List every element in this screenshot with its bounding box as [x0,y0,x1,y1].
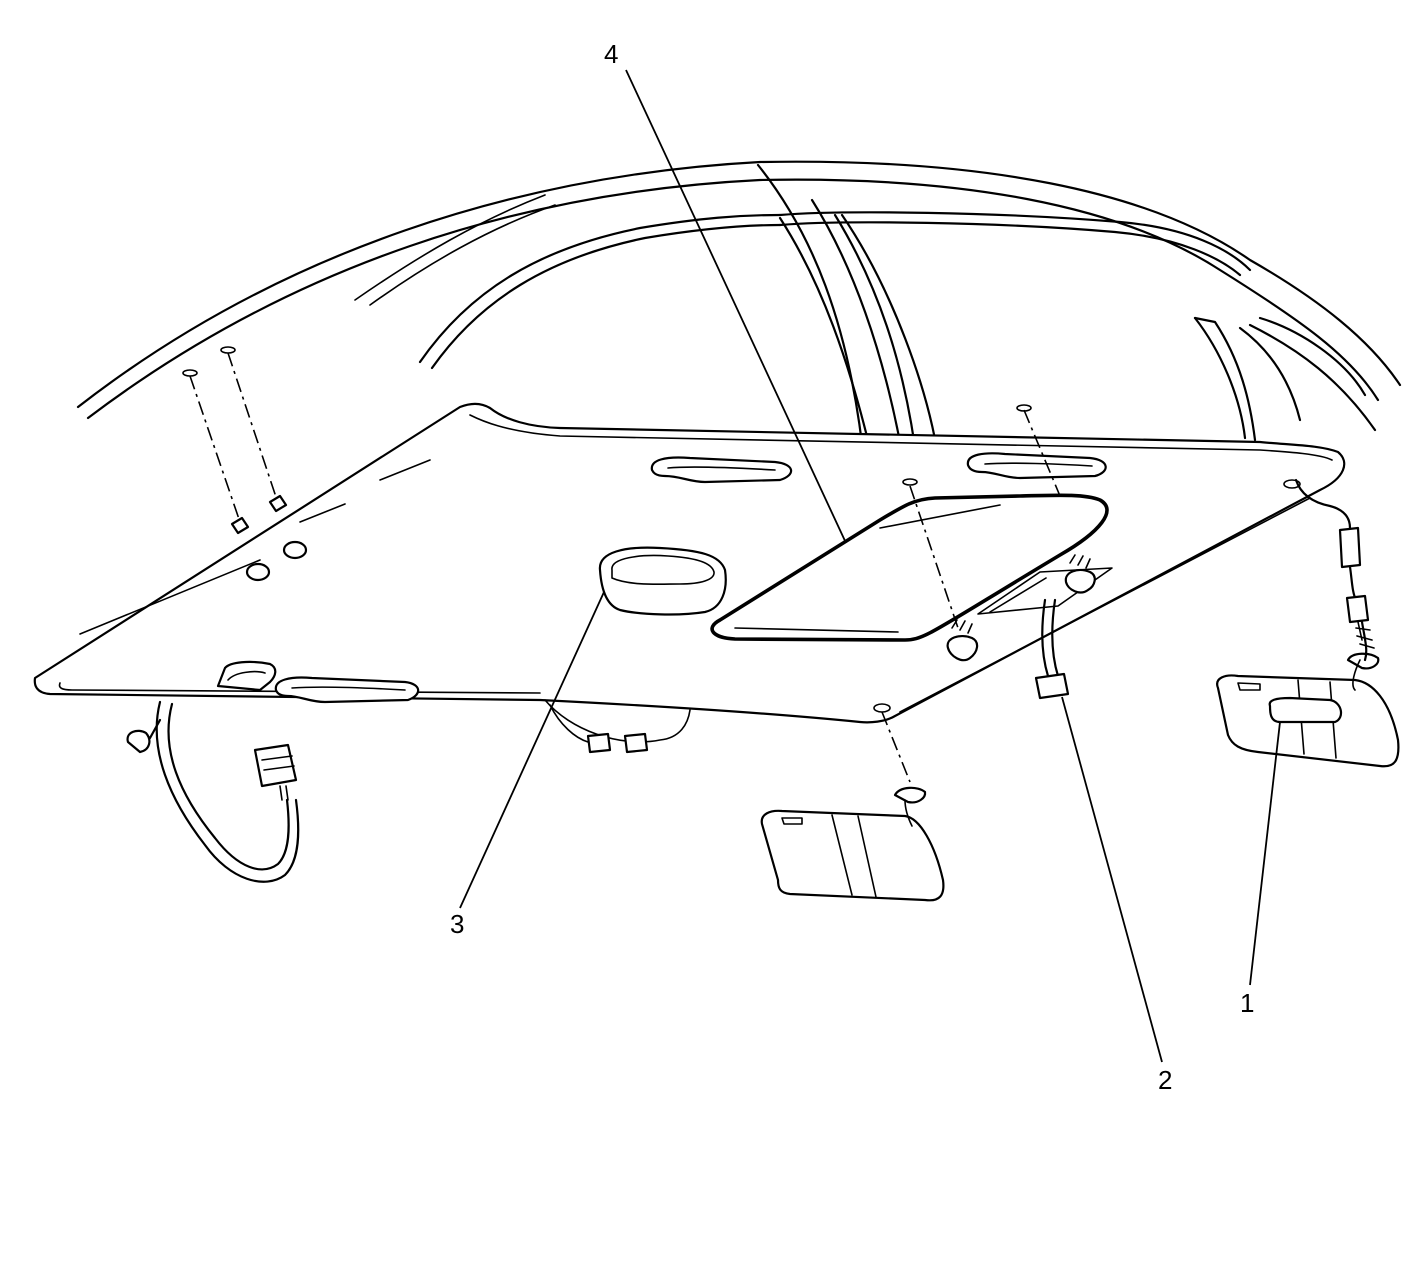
leader-line-4 [625,69,847,544]
dome-lamp [598,546,727,616]
callout-3: 3 [450,909,464,939]
callout-4: 4 [604,39,618,69]
left-wiring-harness [126,700,649,883]
leader-line-3 [459,591,605,909]
leader-line-1 [1249,721,1281,986]
sunroof-opening [710,493,1109,642]
callout-2: 2 [1158,1065,1172,1095]
overhead-console [946,554,1113,700]
alignment-lines [873,404,1301,783]
leader-line-2 [1061,696,1163,1063]
leader-lines [459,69,1281,1063]
roof-body-outline [76,160,1402,472]
assist-handles [274,452,1107,704]
callout-labels: 4 3 2 1 [450,39,1254,1095]
sunshade-left [760,786,945,902]
coat-hook [216,660,277,692]
headliner-fasteners [182,346,308,582]
callout-1: 1 [1240,988,1254,1018]
sunshade-right [1216,478,1400,768]
